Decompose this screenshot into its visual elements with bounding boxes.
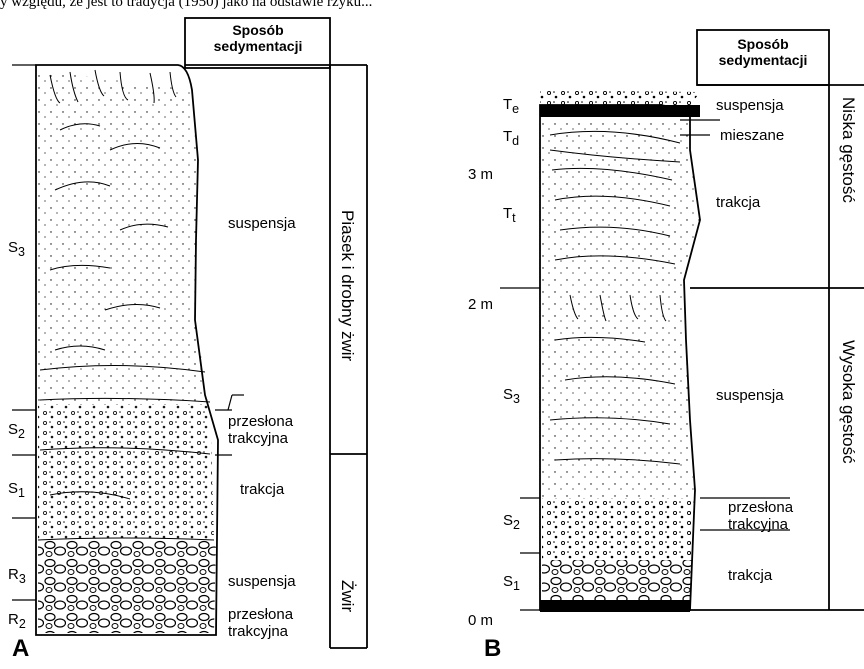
unit-label-td-b: Td — [503, 128, 520, 149]
fill-b — [540, 90, 700, 612]
mode-traction-carpet-a-line1: przesłona — [228, 413, 294, 430]
unit-label-s1-b: S1 — [503, 573, 520, 594]
column-a — [35, 64, 219, 636]
scale-label-2m: 2 m — [468, 296, 494, 313]
mode-header-a-line1: Sposób — [232, 22, 284, 38]
mode-box-b — [690, 29, 864, 611]
mode-traction-a: trakcja — [240, 481, 285, 498]
mode-traction-carpet-lower-a-line1: przesłona — [228, 606, 294, 623]
grain-label-lower-a: Żwir — [338, 580, 357, 613]
unit-label-s2-a: S2 — [8, 421, 25, 442]
mode-traction-upper-b: trakcja — [716, 194, 761, 211]
mode-traction-lower-b: trakcja — [728, 567, 773, 584]
mode-header-a-line2: sedymentacji — [213, 38, 303, 54]
unit-label-r3-a: R3 — [8, 566, 26, 587]
mode-mixed-b: mieszane — [720, 127, 785, 144]
unit-label-s3-b: S3 — [503, 386, 520, 407]
panel-label-b: B — [484, 635, 502, 662]
mode-header-b-line1: Sposób — [737, 36, 789, 52]
mode-suspension-top-b: suspensja — [716, 97, 784, 114]
mode-traction-carpet-b-line2: trakcyjna — [728, 516, 789, 533]
scale-label-3m: 3 m — [468, 166, 494, 183]
grain-label-upper-a: Piasek i drobny żwir — [338, 210, 357, 362]
mode-suspension-upper-a: suspensja — [228, 215, 296, 232]
unit-label-s3-a: S3 — [8, 239, 25, 260]
density-label-high-b: Wysoka gęstość — [839, 340, 858, 464]
mode-traction-carpet-lower-a-line2: trakcyjna — [228, 623, 289, 640]
unit-label-s2-b: S2 — [503, 512, 520, 533]
unit-label-te-b: Te — [503, 96, 520, 117]
mode-header-a: Sposób sedymentacji — [190, 22, 326, 54]
unit-label-s1-a: S1 — [8, 480, 25, 501]
mode-traction-carpet-b-line1: przesłona — [728, 499, 794, 516]
scale-label-0m: 0 m — [468, 612, 494, 629]
fill-a — [37, 69, 216, 633]
mode-header-b: Sposób sedymentacji — [700, 36, 826, 68]
mode-traction-carpet-a-line2: trakcyjna — [228, 430, 289, 447]
header-snippet: y względu, że jest to tradycja (1950) ja… — [0, 0, 373, 10]
mode-header-b-line2: sedymentacji — [718, 52, 808, 68]
density-label-low-b: Niska gęstość — [839, 97, 858, 203]
ticks-a — [12, 64, 244, 601]
panel-label-a: A — [12, 635, 30, 662]
mode-suspension-lower-a: suspensja — [228, 573, 296, 590]
unit-label-tt-b: Tt — [503, 205, 516, 226]
unit-label-r2-a: R2 — [8, 611, 26, 632]
mode-box-a — [184, 17, 368, 649]
mode-suspension-b: suspensja — [716, 387, 784, 404]
